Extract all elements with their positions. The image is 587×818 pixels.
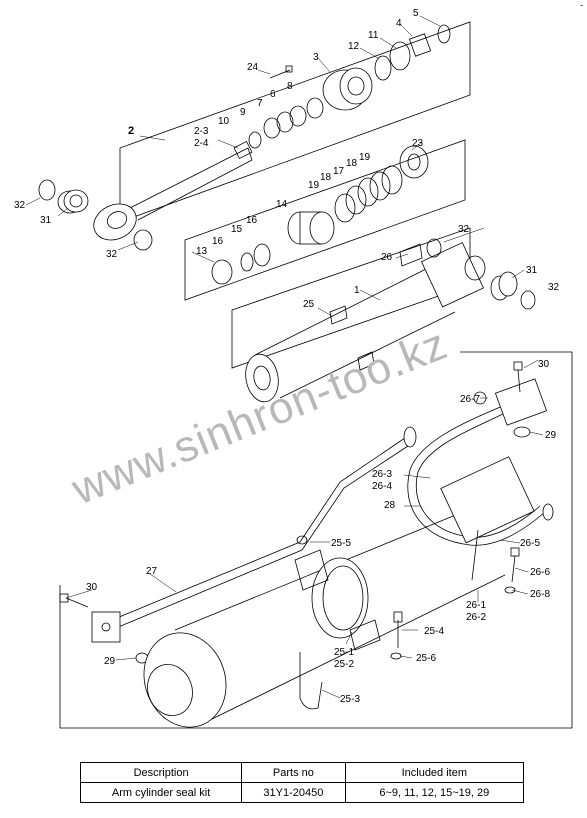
bolt-30a [59, 593, 89, 608]
callout-18a: 18 [320, 172, 332, 183]
dust-seal-32b [133, 229, 153, 251]
dust-seal-32c [426, 238, 442, 258]
callout-28: 28 [384, 500, 396, 511]
rod-cover-part [322, 67, 373, 111]
bolt-30b [513, 361, 523, 393]
callout-32a: 32 [14, 200, 26, 211]
callout-25: 25 [303, 299, 315, 310]
callout-26-7: 26-7 [460, 394, 480, 405]
callout-5: 5 [413, 8, 419, 19]
rod-group-frame [119, 21, 471, 223]
callout-26-1: 26-1 [466, 600, 486, 611]
callout-26-3: 26-3 [372, 469, 392, 480]
pipe-part-28 [407, 378, 554, 546]
callout-24: 24 [247, 62, 259, 73]
callout-32d: 32 [548, 282, 560, 293]
callout-29a: 29 [545, 430, 557, 441]
callout-16b: 16 [246, 215, 258, 226]
callout-23: 23 [412, 138, 424, 149]
pipe-part-27 [91, 426, 417, 643]
pin-bushing-31b [490, 271, 518, 301]
header-parts-no: Parts no [241, 762, 346, 783]
callout-32c: 32 [458, 224, 470, 235]
callout-19a: 19 [308, 180, 320, 191]
callout-26-8: 26-8 [530, 589, 550, 600]
bolt-26-1 [471, 529, 479, 581]
watermark-text: www.sinhron-too.kz [64, 319, 454, 514]
callout-25-5: 25-5 [331, 538, 351, 549]
enlarged-cylinder-tube [143, 456, 535, 728]
dust-seal-32a [38, 179, 56, 201]
callout-6: 6 [270, 89, 276, 100]
bolt-26-6 [510, 547, 520, 583]
callout-18b: 18 [346, 158, 358, 169]
callout-30b: 30 [86, 582, 98, 593]
callout-13: 13 [196, 246, 208, 257]
callout-25-3: 25-3 [340, 694, 360, 705]
seal-kit-table: Description Parts no Included item Arm c… [79, 762, 525, 803]
table-row: Arm cylinder seal kit 31Y1-20450 6~9, 11… [79, 782, 525, 803]
callout-7: 7 [257, 98, 263, 109]
callout-32b: 32 [106, 249, 118, 260]
callout-14: 14 [276, 199, 288, 210]
header-included-item: Included item [344, 762, 525, 783]
callout-25-4: 25-4 [424, 626, 444, 637]
callout-8: 8 [287, 81, 293, 92]
callout-2-3: 2-3 [194, 126, 209, 137]
callout-29b: 29 [104, 656, 116, 667]
cell-included-item: 6~9, 11, 12, 15~19, 29 [344, 782, 525, 803]
callout-17: 17 [333, 166, 345, 177]
rod-end-bushing-31 [57, 189, 89, 214]
piping-group-frame [59, 351, 573, 729]
callout-4: 4 [396, 18, 402, 29]
callout-25-6: 25-6 [416, 653, 436, 664]
callout-9: 9 [240, 107, 246, 118]
piston-part-14 [287, 211, 335, 245]
callout-12: 12 [348, 41, 360, 52]
callout-1: 1 [354, 285, 360, 296]
dust-seal-32d [520, 290, 536, 310]
callout-19b: 19 [359, 152, 371, 163]
cell-parts-no: 31Y1-20450 [241, 782, 346, 803]
callout-3: 3 [313, 52, 319, 63]
callout-11: 11 [368, 30, 379, 41]
callout-26-6: 26-6 [530, 567, 550, 578]
callout-26-2: 26-2 [466, 612, 486, 623]
callout-26-5: 26-5 [520, 538, 540, 549]
cell-description: Arm cylinder seal kit [79, 782, 243, 803]
callout-30a: 30 [538, 359, 550, 370]
callout-25-1: 25-1 [334, 647, 354, 658]
cylinder-tube-part [245, 242, 486, 403]
callout-27: 27 [146, 566, 158, 577]
o-ring-29b [513, 426, 531, 438]
nut-part-23 [399, 145, 429, 179]
washer-26-8 [504, 586, 516, 594]
callout-31a: 31 [40, 215, 52, 226]
callout-15: 15 [231, 224, 243, 235]
callout-2: 2 [128, 125, 134, 137]
callout-26-4: 26-4 [372, 481, 392, 492]
table-header-row: Description Parts no Included item [79, 762, 525, 783]
bolt-25-4 [393, 611, 403, 648]
callout-31b: 31 [526, 265, 538, 276]
callout-10: 10 [218, 116, 230, 127]
u-bolt-25-3 [299, 652, 323, 710]
header-description: Description [79, 762, 243, 783]
callout-2-4: 2-4 [194, 138, 209, 149]
corner-mark: - [580, 0, 583, 10]
piston-group-frame [184, 139, 466, 301]
washer-25-5 [296, 535, 308, 545]
clamp-part-25-1 [294, 549, 381, 651]
washer-25-6 [390, 652, 402, 660]
callout-16a: 16 [212, 236, 224, 247]
callout-25-2: 25-2 [334, 659, 354, 670]
exploded-parts-diagram: www.sinhron-too.kz 2 2-3 2-4 3 4 5 6 7 8… [14, 8, 573, 729]
callout-26: 26 [381, 252, 393, 263]
piston-rod-part [93, 140, 253, 241]
